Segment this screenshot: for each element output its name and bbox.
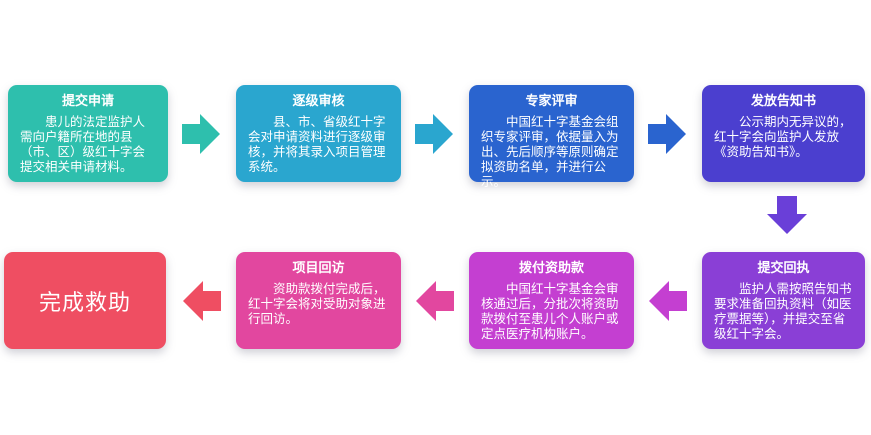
- step-title: 项目回访: [292, 261, 345, 276]
- step-title: 专家评审: [525, 94, 578, 109]
- step-complete: 完成救助: [4, 252, 166, 349]
- step-title: 逐级审核: [292, 94, 345, 109]
- step-submit-application: 提交申请 患儿的法定监护人需向户籍所在地的县（市、区）级红十字会提交相关申请材料…: [8, 85, 168, 182]
- step-title: 拨付资助款: [518, 261, 584, 276]
- arrow-left-icon: [416, 281, 454, 321]
- step-issue-notice: 发放告知书 公示期内无异议的，红十字会向监护人发放《资助告知书》。: [702, 85, 865, 182]
- step-title: 提交回执: [757, 261, 810, 276]
- step-description: 资助款拨付完成后，红十字会将对受助对象进行回访。: [248, 281, 386, 326]
- step-description: 县、市、省级红十字会对申请资料进行逐级审核，并将其录入项目管理系统。: [248, 114, 386, 174]
- arrow-right-icon: [182, 114, 220, 154]
- step-follow-up: 项目回访 资助款拨付完成后，红十字会将对受助对象进行回访。: [236, 252, 401, 349]
- step-description: 监护人需按照告知书要求准备回执资料（如医疗票据等），并提交至省级红十字会。: [714, 281, 852, 341]
- step-submit-receipt: 提交回执 监护人需按照告知书要求准备回执资料（如医疗票据等），并提交至省级红十字…: [702, 252, 865, 349]
- step-expert-evaluation: 专家评审 中国红十字基金会组织专家评审，依据量入为出、先后顺序等原则确定拟资助名…: [469, 85, 634, 189]
- step-disburse-funds: 拨付资助款 中国红十字基金会审核通过后，分批次将资助款拨付至患儿个人账户或定点医…: [469, 252, 634, 349]
- arrow-right-icon: [648, 114, 686, 154]
- arrow-left-icon: [649, 281, 687, 321]
- step-title: 完成救助: [38, 290, 131, 316]
- arrow-left-icon: [183, 281, 221, 321]
- step-description: 公示期内无异议的，红十字会向监护人发放《资助告知书》。: [714, 114, 852, 159]
- arrow-down-icon: [767, 196, 807, 234]
- step-title: 发放告知书: [750, 94, 816, 109]
- step-review: 逐级审核 县、市、省级红十字会对申请资料进行逐级审核，并将其录入项目管理系统。: [236, 85, 401, 182]
- step-description: 中国红十字基金会审核通过后，分批次将资助款拨付至患儿个人账户或定点医疗机构账户。: [481, 281, 619, 341]
- step-title: 提交申请: [61, 94, 114, 109]
- step-description: 患儿的法定监护人需向户籍所在地的县（市、区）级红十字会提交相关申请材料。: [20, 114, 146, 174]
- step-description: 中国红十字基金会组织专家评审，依据量入为出、先后顺序等原则确定拟资助名单，并进行…: [481, 114, 619, 189]
- arrow-right-icon: [415, 114, 453, 154]
